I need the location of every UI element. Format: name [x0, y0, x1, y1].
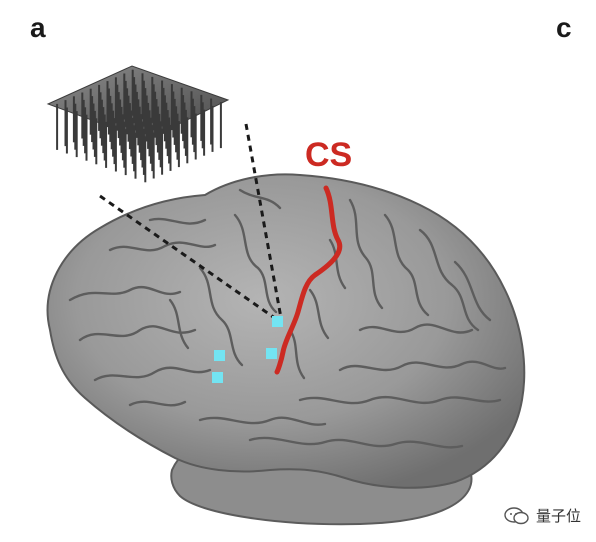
electrode-site-2: [266, 348, 277, 359]
panel-label-a: a: [30, 12, 46, 43]
electrode-sites: [212, 316, 283, 383]
electrode-site-4: [212, 372, 223, 383]
watermark: 量子位: [504, 505, 581, 526]
projection-line-left: [99, 194, 280, 323]
watermark-text: 量子位: [536, 507, 582, 525]
projection-lines: [99, 123, 283, 323]
microelectrode-array: [46, 65, 230, 183]
electrode-site-3: [214, 350, 225, 361]
central-sulcus-label: CS: [305, 136, 353, 174]
brain-surface: [46, 173, 526, 526]
wechat-bubble-icon: [504, 506, 529, 524]
panel-label-c: c: [556, 12, 572, 43]
central-sulcus-line: [274, 185, 343, 375]
cerebrum-outline: [46, 173, 526, 489]
electrode-site-1: [272, 316, 283, 327]
